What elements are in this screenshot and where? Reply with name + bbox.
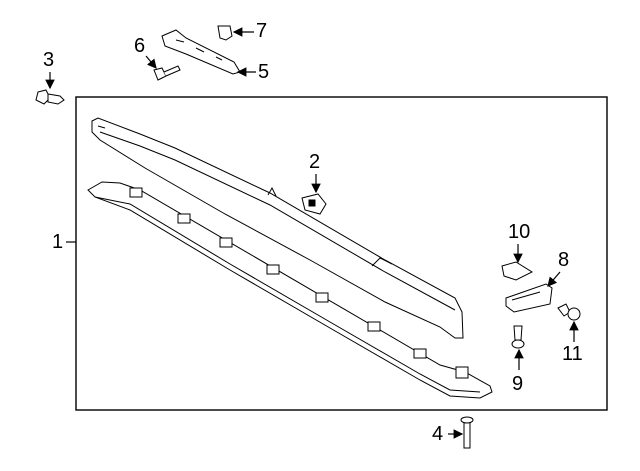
callout-2: 2 — [309, 151, 321, 173]
callout-3: 3 — [43, 49, 55, 71]
screw-part-9 — [511, 325, 525, 349]
callout-11: 11 — [562, 343, 583, 365]
clip-part-7 — [217, 25, 233, 41]
clip-part-10 — [501, 261, 534, 281]
leader-6 — [145, 55, 157, 69]
callout-6: 6 — [134, 35, 146, 57]
push-pin-part-3 — [35, 89, 65, 105]
bracket-part-5 — [161, 29, 241, 75]
callout-8: 8 — [558, 249, 570, 271]
callout-1: 1 — [52, 231, 64, 253]
bolt-part-6 — [153, 65, 181, 81]
assembly-box — [75, 96, 608, 411]
screw-part-11 — [557, 303, 581, 321]
callout-5: 5 — [258, 61, 270, 83]
callout-10: 10 — [508, 221, 531, 243]
screw-part-4 — [460, 416, 474, 449]
callout-7: 7 — [256, 20, 268, 42]
bracket-part-8 — [505, 283, 553, 313]
running-board-lower — [87, 181, 493, 399]
callout-9: 9 — [512, 373, 524, 395]
leader-lines — [45, 27, 579, 439]
callout-4: 4 — [432, 423, 444, 445]
rocker-molding-upper — [91, 117, 464, 339]
board-clips — [129, 187, 469, 379]
clip-part-2 — [301, 193, 327, 215]
leader-8 — [547, 271, 561, 287]
